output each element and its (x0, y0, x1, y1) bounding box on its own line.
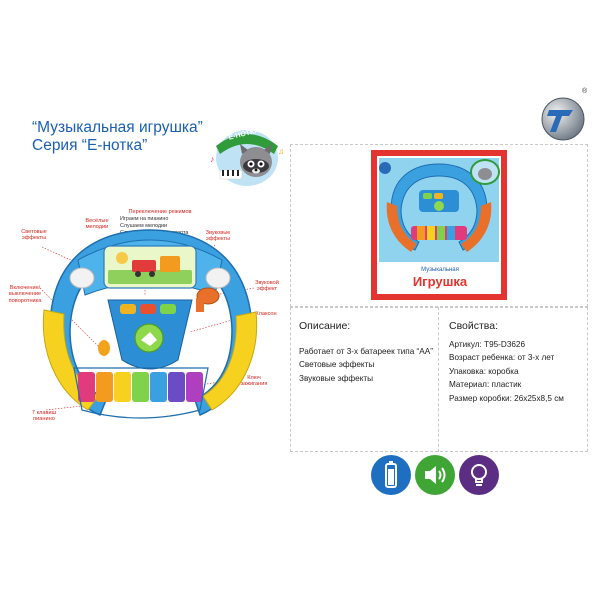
registered-mark: ® (582, 88, 588, 95)
callout-turn-signal: Включение/ выключение поворотника (8, 285, 42, 304)
callout-fun-melodies: Весёлые мелодии (85, 218, 109, 231)
svg-text:♪: ♪ (210, 154, 215, 164)
property-line: Размер коробки: 26x25x8,5 см (449, 393, 564, 403)
properties-list: Артикул: T95-D3626 Возраст ребенка: от 3… (449, 338, 564, 405)
callout-mode-switch: Переключение режимов (128, 209, 192, 215)
property-line: Артикул: T95-D3626 (449, 340, 526, 349)
product-title-line1: “Музыкальная игрушка” (32, 119, 203, 136)
battery-icon (371, 455, 411, 495)
description-heading: Описание: (299, 320, 351, 332)
callout-ignition-key: Ключ зажигания (240, 375, 268, 388)
callout-light-effects: Световые эффекты (21, 229, 47, 242)
callout-piano-keys: 7 клавиш пианино (31, 410, 57, 423)
callout-sound-effects: Звуковые эффекты (205, 230, 231, 243)
raccoon-badge-icon: ♪ ♫ (210, 130, 284, 186)
description-line: Световые эффекты (299, 360, 375, 370)
svg-text:♫: ♫ (278, 147, 284, 156)
steering-wheel-toy (39, 229, 258, 419)
box-label-small: Музыкальная (421, 267, 459, 273)
box-label-big: Игрушка (412, 274, 468, 289)
info-divider (438, 307, 439, 452)
description-list: Работает от 3-х батареек типа “АА” Свето… (299, 345, 433, 385)
brand-logo-icon (541, 97, 585, 141)
light-bulb-icon (459, 455, 499, 495)
properties-heading: Свойства: (449, 320, 499, 332)
box-image-frame (290, 144, 588, 307)
speaker-icon (415, 455, 455, 495)
property-line: Упаковка: коробка (449, 366, 519, 376)
product-title-line2: Серия “Е-нотка” (32, 137, 148, 154)
series-badge: ♪ ♫ Е-НОТКА (206, 124, 288, 190)
callout-horn: Клаксон (255, 311, 277, 317)
product-box-image (371, 150, 507, 300)
info-frame (290, 307, 588, 452)
property-line: Материал: пластик (449, 380, 522, 390)
description-line: Звуковые эффекты (299, 373, 374, 383)
callout-sound-effect: Звуковой эффект (255, 280, 279, 293)
property-line: Возраст ребенка: от 3-х лет (449, 353, 555, 363)
mode-list-item: Слушаем мелодии (120, 223, 168, 229)
mode-list-item: Играем на пианино (120, 216, 169, 222)
description-line: Работает от 3-х батареек типа “АА” (299, 347, 433, 356)
